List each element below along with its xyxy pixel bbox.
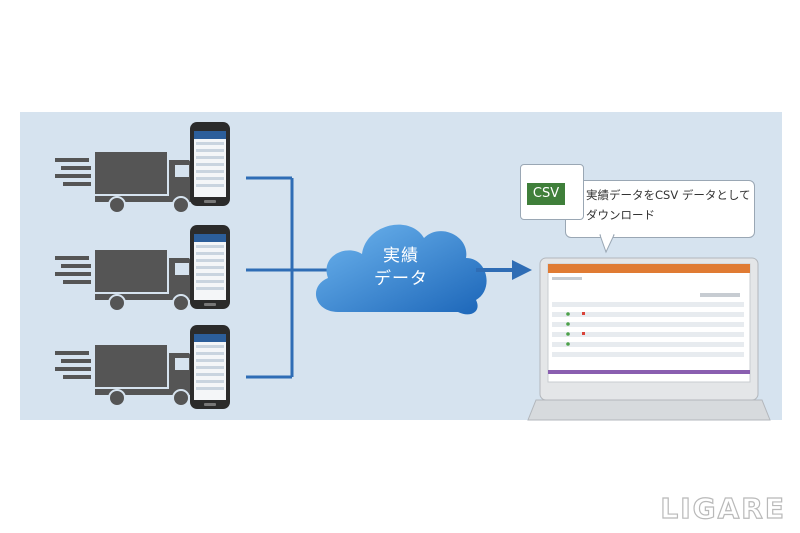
cloud-label-line1: 実績 xyxy=(383,246,419,266)
truck-icon xyxy=(54,249,202,312)
csv-callout xyxy=(565,180,755,238)
ligare-watermark: LIGARE xyxy=(660,491,786,525)
callout-text-line1: 実績データをCSV データとして xyxy=(586,188,751,202)
cloud-label-line2: データ xyxy=(374,269,428,289)
cloud-icon xyxy=(315,224,487,315)
cloud-label: 実績 データ xyxy=(346,245,456,291)
smartphone-icon xyxy=(190,122,230,206)
callout-text-line2: ダウンロード xyxy=(586,208,655,222)
smartphone-icon xyxy=(190,225,230,309)
truck-icon xyxy=(54,344,202,407)
callout-text: 実績データをCSV データとして ダウンロード xyxy=(586,185,756,225)
arrow-right-icon xyxy=(476,260,532,280)
smartphone-icon xyxy=(190,325,230,409)
laptop-icon xyxy=(527,257,771,421)
csv-badge: CSV xyxy=(527,183,565,205)
truck-icon xyxy=(54,151,202,214)
connector-lines xyxy=(246,176,330,379)
